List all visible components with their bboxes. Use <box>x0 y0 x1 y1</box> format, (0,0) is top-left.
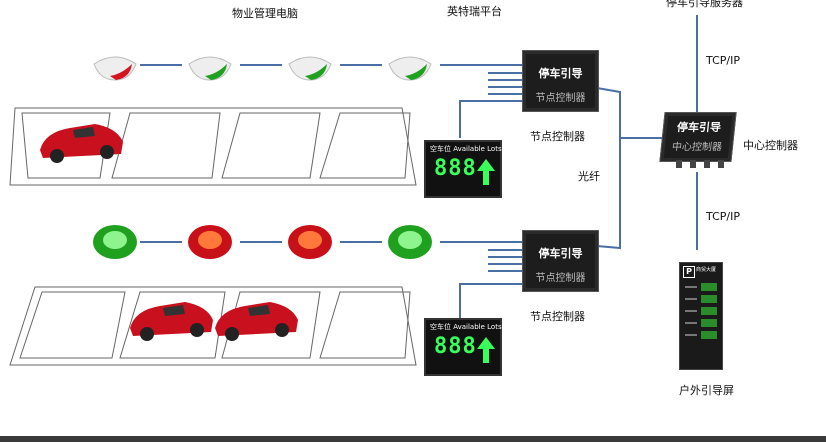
node-controller-top: 停车引导 节点控制器 <box>522 50 599 112</box>
screen-header: 商贸大厦 <box>696 267 717 273</box>
available-space-sign-bottom: 空车位 Available Lots 888 <box>424 318 502 376</box>
ultrasonic-detector-icon <box>388 56 432 81</box>
controller-title: 停车引导 <box>538 247 583 260</box>
node-controller-bottom: 停车引导 节点控制器 <box>522 230 599 292</box>
sign-count: 888 <box>434 156 477 181</box>
parking-logo-icon: P <box>683 266 695 278</box>
controller-subtitle: 节点控制器 <box>535 93 586 104</box>
controller-subtitle: 节点控制器 <box>535 273 586 284</box>
controller-title: 停车引导 <box>676 121 722 134</box>
outdoor-screen-label: 户外引导屏 <box>679 384 734 397</box>
up-arrow-icon <box>477 337 495 363</box>
sign-header: 空车位 Available Lots <box>430 145 502 153</box>
footer-bar <box>0 436 826 442</box>
red-indicator-light-icon <box>188 225 232 259</box>
sign-count: 888 <box>434 334 477 359</box>
sign-header: 空车位 Available Lots <box>430 323 502 331</box>
node-controller-bottom-label: 节点控制器 <box>530 310 585 323</box>
green-indicator-light-icon <box>388 225 432 259</box>
ultrasonic-detector-icon <box>188 56 232 81</box>
red-car-icon <box>130 302 213 341</box>
center-controller: 停车引导 中心控制器 <box>659 112 737 162</box>
screen-led-rows <box>685 283 717 339</box>
node-controller-top-label: 节点控制器 <box>530 130 585 143</box>
tcp-ip-top-label: TCP/IP <box>706 54 740 67</box>
red-indicator-light-icon <box>288 225 332 259</box>
ultrasonic-detector-icon <box>93 56 137 81</box>
red-car-icon <box>215 302 298 341</box>
controller-ports-icon <box>676 160 724 168</box>
center-controller-label: 中心控制器 <box>743 139 798 152</box>
property-pc-label: 物业管理电脑 <box>232 7 298 20</box>
outdoor-guidance-screen: P 商贸大厦 <box>679 262 723 370</box>
platform-label: 英特瑞平台 <box>447 5 502 18</box>
controller-subtitle: 中心控制器 <box>671 142 723 153</box>
parking-server-label: 停车引导服务器 <box>666 0 743 9</box>
ultrasonic-detector-icon <box>288 56 332 81</box>
tcp-ip-bottom-label: TCP/IP <box>706 210 740 223</box>
green-indicator-light-icon <box>93 225 137 259</box>
fiber-label: 光纤 <box>578 170 600 183</box>
available-space-sign-top: 空车位 Available Lots 888 <box>424 140 502 198</box>
controller-title: 停车引导 <box>538 67 583 80</box>
red-car-icon <box>40 124 123 163</box>
up-arrow-icon <box>477 159 495 185</box>
